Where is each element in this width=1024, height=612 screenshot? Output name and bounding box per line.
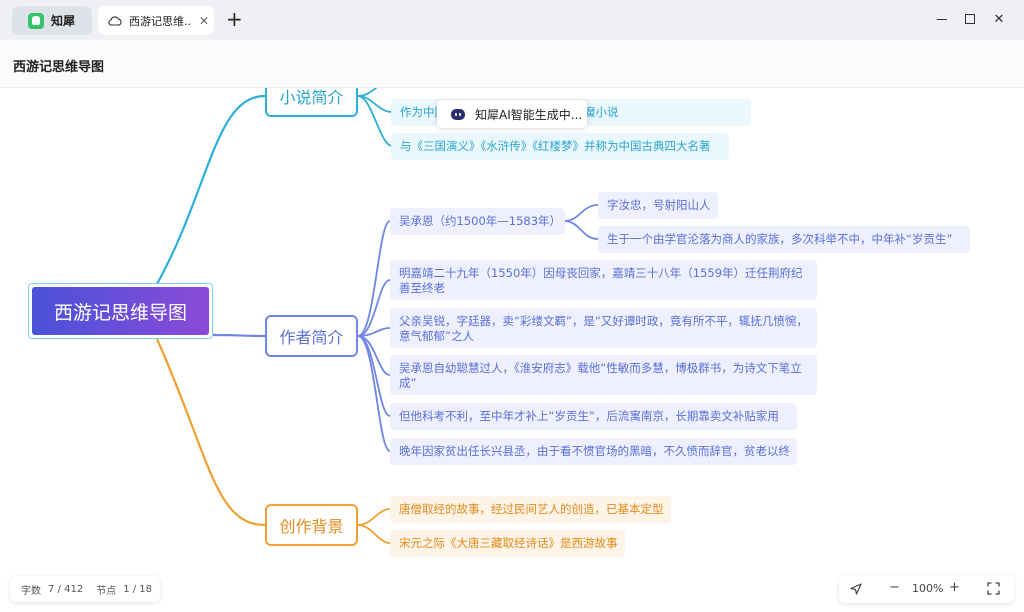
branch-author-intro[interactable]: 作者简介 [265,315,358,357]
leaf-node[interactable]: 父亲吴锐，字廷器，卖“彩缕文羁”，是“又好谭时政，竟有所不平，辄抚几愤惋，意气郁… [390,308,817,348]
app-logo-icon [28,12,44,29]
minimize-button[interactable] [934,11,950,27]
node-count-label: 节点 [96,585,117,597]
ai-generating-indicator: 知犀AI智能生成中... [437,100,587,128]
document-header: 西游记思维导图 [0,40,1024,88]
leaf-node[interactable]: 明嘉靖二十九年（1550年）因母丧回家，嘉靖三十八年（1559年）迁任荆府纪善至… [390,260,817,300]
zoom-toolbar: − 100% + [839,575,1014,603]
mindmap-root-node[interactable]: 西游记思维导图 [28,283,213,339]
node-count-value: 1 / 18 [123,583,153,595]
ai-status-text: 知犀AI智能生成中... [475,107,583,122]
tab-close-icon[interactable]: ✕ [199,13,210,28]
leaf-node[interactable]: 与《三国演义》《水浒传》《红楼梦》并称为中国古典四大名著 [391,133,729,160]
page-title[interactable]: 西游记思维导图 [13,60,105,75]
leaf-node[interactable]: 宋元之际《大唐三藏取经诗话》是西游故事 [390,530,625,557]
tab-label: 西游记思维... [129,14,191,28]
maximize-button[interactable] [962,11,978,27]
cloud-icon [108,15,122,26]
mindmap-canvas[interactable]: 西游记思维导图 小说简介 作为中国古代第一部浪漫主义长篇神魔小说 与《三国演义》… [0,88,1024,612]
connector-lines [155,88,599,544]
leaf-node[interactable]: 吴承恩自幼聪慧过人，《淮安府志》载他“性敏而多慧，博极群书，为诗文下笔立成” [390,355,817,395]
close-window-button[interactable]: ✕ [993,11,1005,27]
sub-leaf-node[interactable]: 生于一个由学官沦落为商人的家族，多次科举不中，中年补“岁贡生” [598,226,970,253]
new-tab-button[interactable]: + [226,7,243,31]
branch-creation-background[interactable]: 创作背景 [265,504,358,546]
fullscreen-icon[interactable] [987,582,1000,595]
leaf-node[interactable]: 晚年因家贫出任长兴县丞，由于看不惯官场的黑暗，不久愤而辞官，贫老以终 [390,438,797,465]
tab-document[interactable]: 西游记思维... ✕ [98,6,214,35]
app-home-tab[interactable]: 知犀 [12,6,92,35]
leaf-node[interactable]: 吴承恩（约1500年—1583年） [390,208,565,235]
leaf-node[interactable]: 唐僧取经的故事，经过民间艺人的创造，已基本定型 [390,496,671,523]
robot-icon [451,108,465,120]
zoom-level: 100% [912,582,944,595]
app-name: 知犀 [51,14,76,28]
root-node-label: 西游记思维导图 [32,287,209,335]
word-count-value: 7 / 412 [48,583,84,595]
sub-leaf-node[interactable]: 字汝忠，号射阳山人 [598,192,718,219]
zoom-in-button[interactable]: + [949,580,960,595]
title-bar: 知犀 西游记思维... ✕ + ✕ [0,0,1024,40]
locate-icon[interactable] [849,582,863,596]
document-stats: 字数 7 / 412 节点 1 / 18 [10,576,160,602]
branch-novel-intro[interactable]: 小说简介 [265,88,358,117]
leaf-node[interactable]: 但他科考不利，至中年才补上“岁贡生”，后流寓南京，长期靠卖文补贴家用 [390,403,797,430]
word-count-label: 字数 [21,585,41,597]
zoom-out-button[interactable]: − [889,580,900,595]
